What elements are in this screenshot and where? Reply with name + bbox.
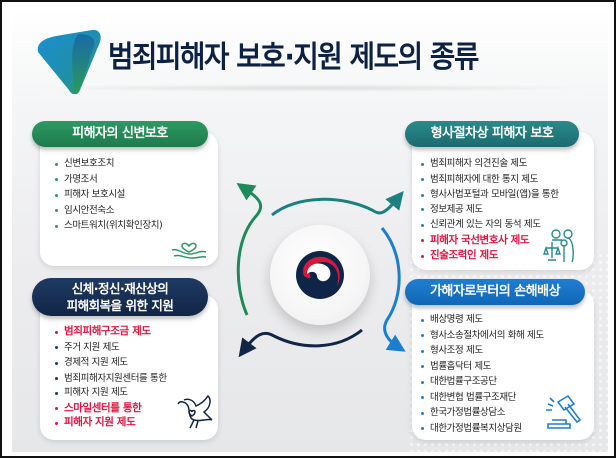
- card-damage-recovery: [40, 295, 218, 440]
- list-item: 범죄피해자지원센터를 통한: [54, 371, 218, 387]
- list-compensation: 배상명령 제도 형사소송절차에서의 화해 제도 형사조정 제도 법률홈닥터 제도…: [420, 312, 592, 436]
- list-item: 범죄피해자에 대한 통지 제도: [420, 172, 590, 188]
- blue-arrow: [380, 227, 406, 352]
- teal-arrow: [271, 191, 404, 217]
- header-divider: [32, 84, 592, 92]
- list-item: 형사사법포털과 모바일(앱)을 통한: [420, 187, 590, 203]
- heading-criminal-procedure: 형사절차상 피해자 보호: [405, 121, 579, 147]
- government-logo-icon: [37, 29, 101, 94]
- list-item-highlight: 진술조력인 제도: [420, 248, 590, 264]
- green-arrow: [236, 183, 263, 316]
- list-damage-recovery: 범죄피해구조금 제도 주거 지원 제도 경제적 지원 제도 범죄피해자지원센터를…: [54, 324, 218, 431]
- list-item-continuation-highlight: 피해자 지원 제도: [54, 415, 218, 431]
- list-item: 주거 지원 제도: [54, 340, 218, 356]
- list-item: 배상명령 제도: [420, 312, 592, 328]
- list-item: 스마트워치(위치확인장치): [54, 218, 214, 234]
- list-item-highlight: 스마일센터를 통한: [54, 401, 218, 417]
- list-item: 범죄피해자 의견진술 제도: [420, 156, 590, 172]
- list-item: 대한변협 법률구조재단: [420, 390, 592, 406]
- family-scales-icon: [543, 229, 574, 263]
- taegeuk-emblem-icon: [296, 251, 344, 299]
- heart-hand-icon: [171, 242, 207, 259]
- list-criminal-procedure: 범죄피해자 의견진술 제도 범죄피해자에 대한 통지 제도 형사사법포털과 모바…: [420, 156, 590, 264]
- list-item: 임시안전숙소: [54, 203, 214, 219]
- list-item: 형사소송절차에서의 화해 제도: [420, 328, 592, 344]
- list-item: 신변보호조치: [54, 156, 214, 172]
- list-item: 가명조서: [54, 172, 214, 188]
- list-item: 법률홈닥터 제도: [420, 359, 592, 375]
- list-item: 경제적 지원 제도: [54, 355, 218, 371]
- flow-arrows: [236, 183, 406, 358]
- navy-arrow: [238, 328, 363, 358]
- card-personal-protection: [40, 132, 218, 266]
- list-item-continuation: 피해자 지원 제도: [54, 385, 218, 401]
- list-item: 대한가정법률복지상담원: [420, 421, 592, 437]
- list-item-highlight: 범죄피해구조금 제도: [54, 324, 218, 340]
- card-compensation: [412, 290, 594, 440]
- dove-heart-icon: [177, 394, 213, 429]
- list-personal-protection: 신변보호조치 가명조서 피해자 보호시설 임시안전숙소 스마트워치(위치확인장치…: [54, 156, 214, 234]
- infographic-canvas: 범죄피해자 보호·지원 제도의 종류: [12, 10, 608, 452]
- list-item: 피해자 보호시설: [54, 187, 214, 203]
- page-title: 범죄피해자 보호·지원 제도의 종류: [108, 40, 479, 75]
- list-item: 한국가정법률상담소: [420, 405, 592, 421]
- list-item: 형사조정 제도: [420, 343, 592, 359]
- list-item: 대한법률구조공단: [420, 374, 592, 390]
- list-item-continuation: 정보제공 제도: [420, 202, 590, 218]
- gavel-icon: [546, 394, 582, 429]
- heading-compensation: 가해자로부터의 손해배상: [405, 279, 585, 305]
- heading-damage-recovery: 신체·정신·재산상의 피해회복을 위한 지원: [32, 278, 208, 316]
- list-item: 신뢰관계 있는 자의 동석 제도: [420, 217, 590, 233]
- heading-personal-protection: 피해자의 신변보호: [32, 121, 208, 147]
- list-item-highlight: 피해자 국선변호사 제도: [420, 233, 590, 249]
